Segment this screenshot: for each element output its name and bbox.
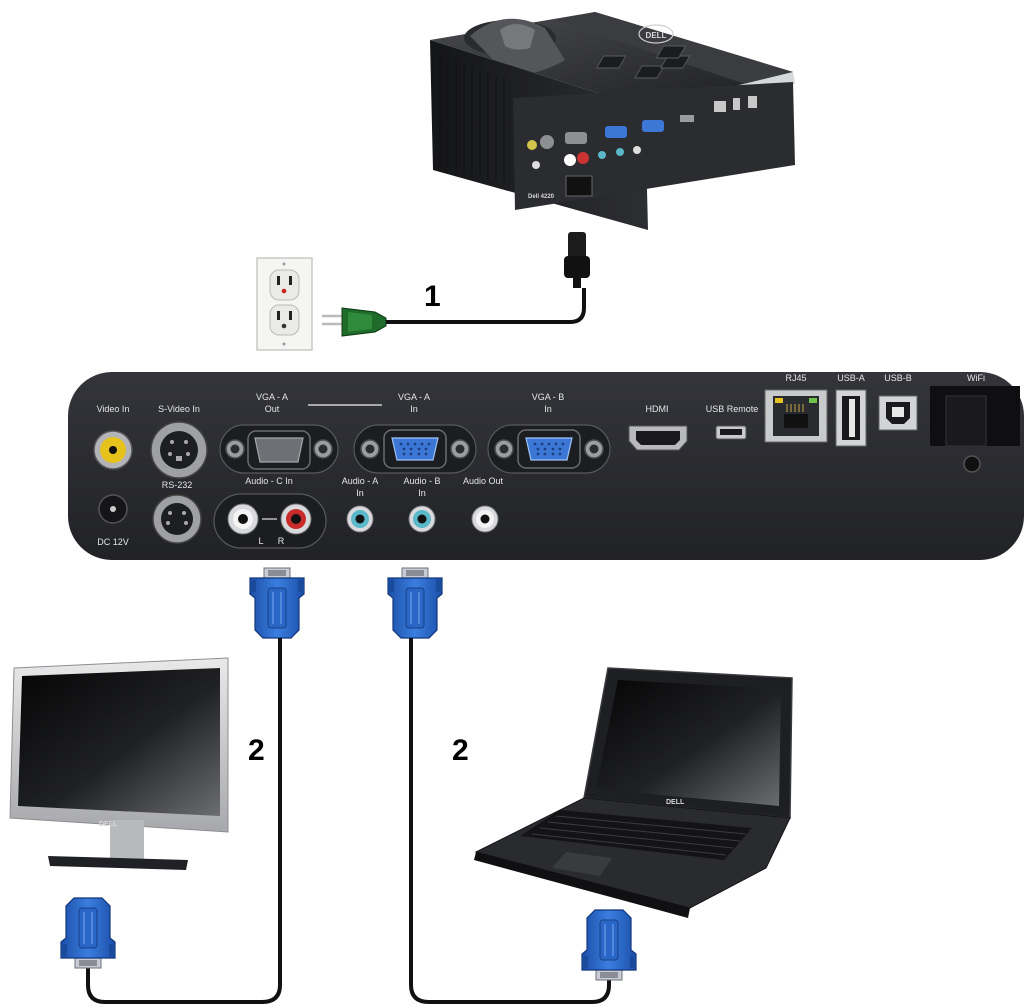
- vga-plug-monitor: [60, 897, 116, 969]
- label-audio-b-in-line1: Audio - B: [403, 476, 440, 486]
- label-audio-b-in-line2: In: [418, 488, 426, 498]
- vga-a-in-port: [353, 424, 477, 474]
- vga-plug-laptop: [581, 909, 637, 981]
- label-audio-out: Audio Out: [463, 476, 504, 486]
- audio-c-in-port: L R: [213, 493, 327, 549]
- vga-plug-panel-right: [387, 567, 443, 639]
- label-usb-remote: USB Remote: [706, 404, 759, 414]
- label-vga-b-in-line2: In: [544, 404, 552, 414]
- label-audio-r: R: [278, 536, 285, 546]
- label-vga-a-out-line2: Out: [265, 404, 280, 414]
- audio-a-in-port: [346, 505, 374, 533]
- label-s-video-in: S-Video In: [158, 404, 200, 414]
- label-vga-a-in-line2: In: [410, 404, 418, 414]
- hdmi-port: [628, 425, 688, 451]
- usb-remote-port: [715, 425, 747, 440]
- power-inlet: [565, 175, 593, 197]
- dell-logo: [638, 24, 674, 44]
- callout-power-cable: 1: [424, 280, 441, 313]
- iec-power-plug: [564, 232, 590, 288]
- label-usb-b: USB-B: [884, 373, 912, 383]
- label-dc-12v: DC 12V: [97, 537, 129, 547]
- audio-out-port: [471, 505, 499, 533]
- dc-12v-port: [98, 494, 128, 524]
- callout-vga-cable-monitor: 2: [248, 734, 265, 767]
- monitor-brand: DELL: [99, 821, 118, 828]
- label-usb-a: USB-A: [837, 373, 865, 383]
- label-rs232: RS-232: [162, 480, 193, 490]
- video-in-port: [93, 430, 133, 470]
- label-wifi: WiFi: [967, 373, 985, 383]
- rs232-port: [152, 494, 202, 544]
- label-video-in: Video In: [97, 404, 130, 414]
- label-rj45: RJ45: [785, 373, 806, 383]
- audio-b-in-port: [408, 505, 436, 533]
- vga-cable-monitor: [86, 638, 282, 1004]
- label-hdmi: HDMI: [646, 404, 669, 414]
- label-audio-c-in: Audio - C In: [245, 476, 293, 486]
- usb-a-port: [835, 389, 867, 447]
- usb-b-port: [878, 395, 918, 431]
- wifi-module: [930, 386, 1020, 473]
- label-audio-a-in-line1: Audio - A: [342, 476, 379, 486]
- callout-vga-cable-laptop: 2: [452, 734, 469, 767]
- projector-model: Dell 4220: [528, 194, 555, 200]
- label-vga-a-in-line1: VGA - A: [398, 392, 430, 402]
- projector-brand: DELL: [646, 31, 667, 40]
- projector-image: DELL Dell 4220: [430, 12, 795, 230]
- vga-b-in-port: [487, 424, 611, 474]
- wall-outlet: [256, 257, 313, 351]
- laptop-image: DELL: [474, 667, 793, 918]
- vga-cable-laptop: [409, 638, 611, 1004]
- vga-a-out-port: [219, 424, 339, 474]
- label-audio-l: L: [258, 536, 263, 546]
- label-vga-b-in-line1: VGA - B: [532, 392, 565, 402]
- green-power-plug: [322, 307, 387, 337]
- laptop-brand: DELL: [666, 799, 685, 806]
- monitor-image: DELL: [9, 657, 229, 870]
- connection-panel: Video In S-Video In VGA - A Out VGA - A …: [68, 372, 1024, 560]
- power-cable: [386, 288, 586, 324]
- s-video-in-port: [150, 421, 208, 479]
- vga-plug-panel-left: [249, 567, 305, 639]
- control-buttons: [595, 45, 691, 79]
- label-audio-a-in-line2: In: [356, 488, 364, 498]
- rj45-port: [764, 389, 828, 443]
- label-vga-a-out-line1: VGA - A: [256, 392, 288, 402]
